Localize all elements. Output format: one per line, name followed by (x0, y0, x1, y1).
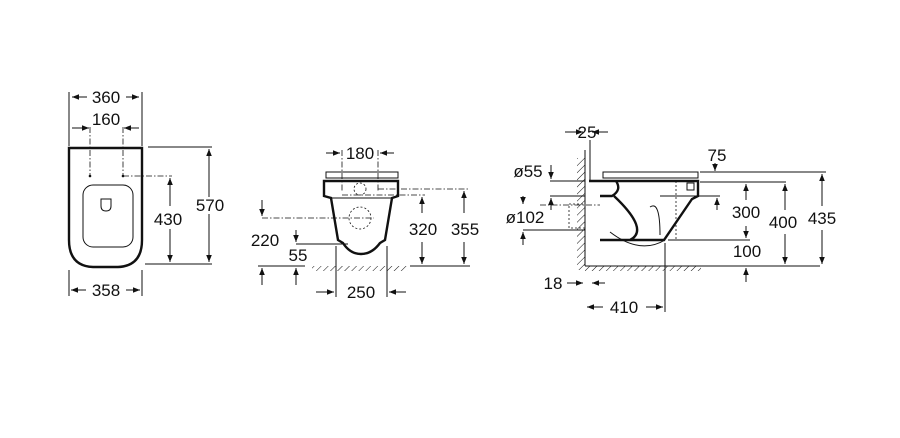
dim-55: 55 (289, 246, 308, 265)
dim-435: 435 (808, 209, 836, 228)
bowl-outline-front (322, 179, 400, 256)
dim-300: 300 (732, 203, 760, 222)
dim-570: 570 (196, 196, 224, 215)
flush-outlet (100, 198, 112, 212)
side-seat (602, 171, 699, 179)
dim-250: 250 (347, 283, 375, 302)
dim-160: 160 (92, 110, 120, 129)
dim-diameter-102: ø102 (506, 208, 545, 227)
seat (325, 171, 399, 179)
side-view: 25 75 ø55 ø102 300 400 435 100 18 410 (506, 123, 837, 317)
seat-opening (82, 184, 134, 248)
bowl-outline-side (589, 179, 700, 242)
dim-430: 430 (154, 210, 182, 229)
dim-358: 358 (92, 281, 120, 300)
dim-355: 355 (451, 220, 479, 239)
dim-220: 220 (251, 231, 279, 250)
dim-180: 180 (346, 144, 374, 163)
bowl-outline-top (67, 146, 144, 269)
floor-hatch-front (312, 266, 408, 271)
dim-75: 75 (708, 146, 727, 165)
dim-360: 360 (92, 88, 120, 107)
dim-400: 400 (769, 213, 797, 232)
dim-320: 320 (409, 220, 437, 239)
wall-hatch (577, 158, 585, 270)
floor-hatch-side (585, 266, 701, 271)
dim-diameter-55: ø55 (513, 162, 542, 181)
dim-18: 18 (544, 274, 563, 293)
dim-25: 25 (578, 123, 597, 142)
dim-410: 410 (610, 298, 638, 317)
dim-100: 100 (733, 242, 761, 261)
front-view: 180 220 55 320 355 250 (251, 144, 479, 302)
top-view: 360 160 570 430 358 (67, 88, 224, 300)
